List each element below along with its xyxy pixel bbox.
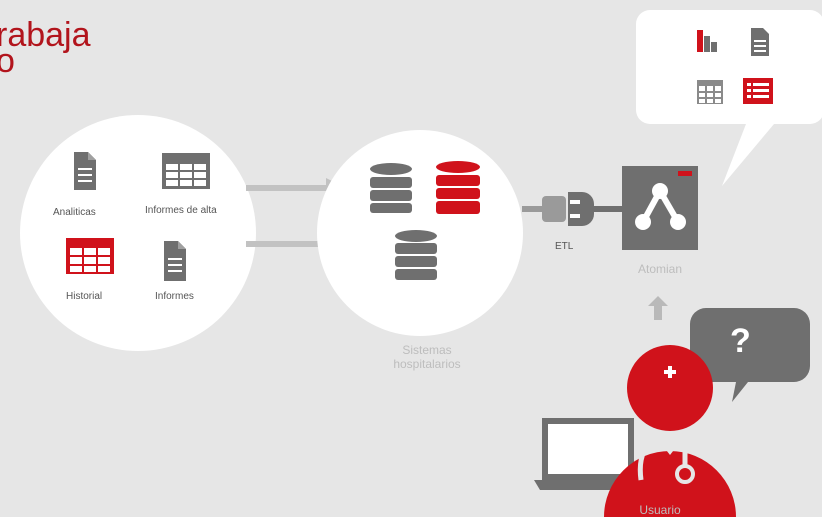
list-icon xyxy=(743,78,773,104)
label-usuario: Usuario xyxy=(639,503,681,517)
table-icon xyxy=(697,80,723,104)
plug-icon xyxy=(522,192,622,226)
document-icon xyxy=(74,152,96,190)
atomian-logo xyxy=(622,166,698,250)
systems-line-1: Sistemas xyxy=(402,343,452,357)
question-mark-text: ? xyxy=(730,322,751,360)
doctor-icon xyxy=(604,345,736,517)
label-informes-de-alta: Informes de alta xyxy=(145,205,217,216)
up-arrow-icon xyxy=(648,296,668,320)
bar-chart-icon xyxy=(697,30,717,52)
table-icon xyxy=(162,153,210,189)
title-line-1: rabaja xyxy=(0,16,91,54)
historial-table-icon xyxy=(66,238,114,274)
database-icon xyxy=(395,230,437,280)
laptop-icon xyxy=(534,418,642,490)
label-historial: Historial xyxy=(66,291,103,302)
label-analiticas: Analiticas xyxy=(53,207,96,218)
systems-line-2: hospitalarios xyxy=(393,357,461,371)
database-icon xyxy=(436,161,480,214)
title-line-2: o xyxy=(0,42,15,80)
speech-bubble xyxy=(636,10,822,186)
label-atomian: Atomian xyxy=(637,262,683,276)
question-bubble xyxy=(690,308,810,402)
document-icon xyxy=(751,28,769,56)
label-etl: ETL xyxy=(555,241,574,252)
database-icon xyxy=(370,163,412,213)
label-informes: Informes xyxy=(155,291,194,302)
label-sistemas-hospitalarios: Sistemas hospitalarios xyxy=(362,343,492,371)
sources-circle xyxy=(20,115,256,351)
document-icon xyxy=(164,241,186,281)
